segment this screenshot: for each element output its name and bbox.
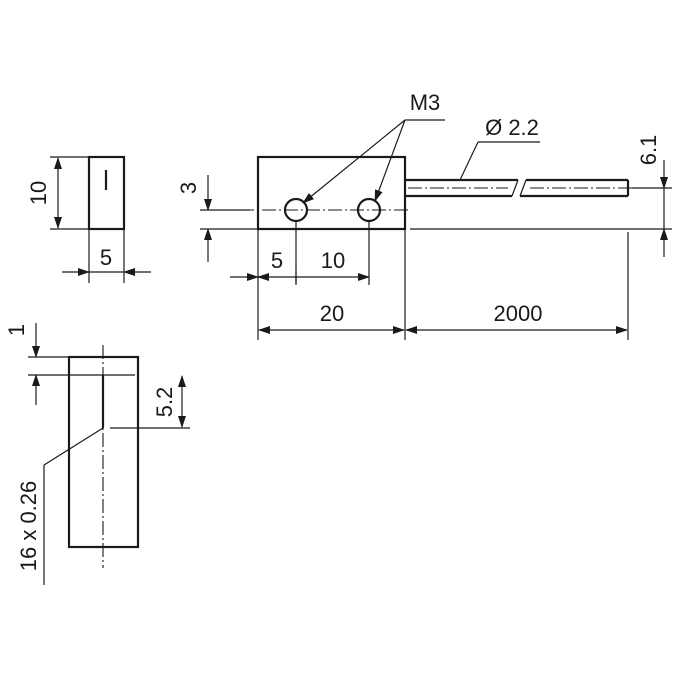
hole-pitch-label: 10 (321, 248, 345, 273)
cable-offset-label: 6.1 (636, 135, 661, 166)
front-view: M3 Ø 2.2 6.1 3 5 10 20 2000 (176, 90, 672, 340)
slot-depth-label: 5.2 (152, 387, 177, 418)
slot-spec-label: 16 x 0.26 (16, 481, 41, 572)
slot-view: 1 5.2 16 x 0.26 (4, 323, 190, 585)
body-length-label: 20 (320, 301, 344, 326)
side-view: 10 5 (26, 155, 151, 283)
hole-edge-label: 5 (271, 248, 283, 273)
thread-leader-right (374, 119, 406, 202)
thread-label: M3 (410, 90, 441, 115)
thread-leader-left (302, 119, 406, 204)
mounting-hole-left (283, 197, 309, 223)
hole-offset-label: 3 (176, 182, 201, 194)
mounting-hole-right (356, 197, 382, 223)
slot-spec-leader (43, 427, 104, 466)
side-height-label: 10 (26, 181, 51, 205)
side-view-body (87, 155, 126, 231)
slot-top-label: 1 (4, 324, 29, 336)
sensor-body (256, 155, 407, 231)
side-width-label: 5 (100, 245, 112, 270)
diameter-leader (459, 141, 479, 181)
cable-length-label: 2000 (494, 301, 543, 326)
cable-diameter-label: Ø 2.2 (485, 115, 539, 140)
cable (405, 178, 640, 198)
